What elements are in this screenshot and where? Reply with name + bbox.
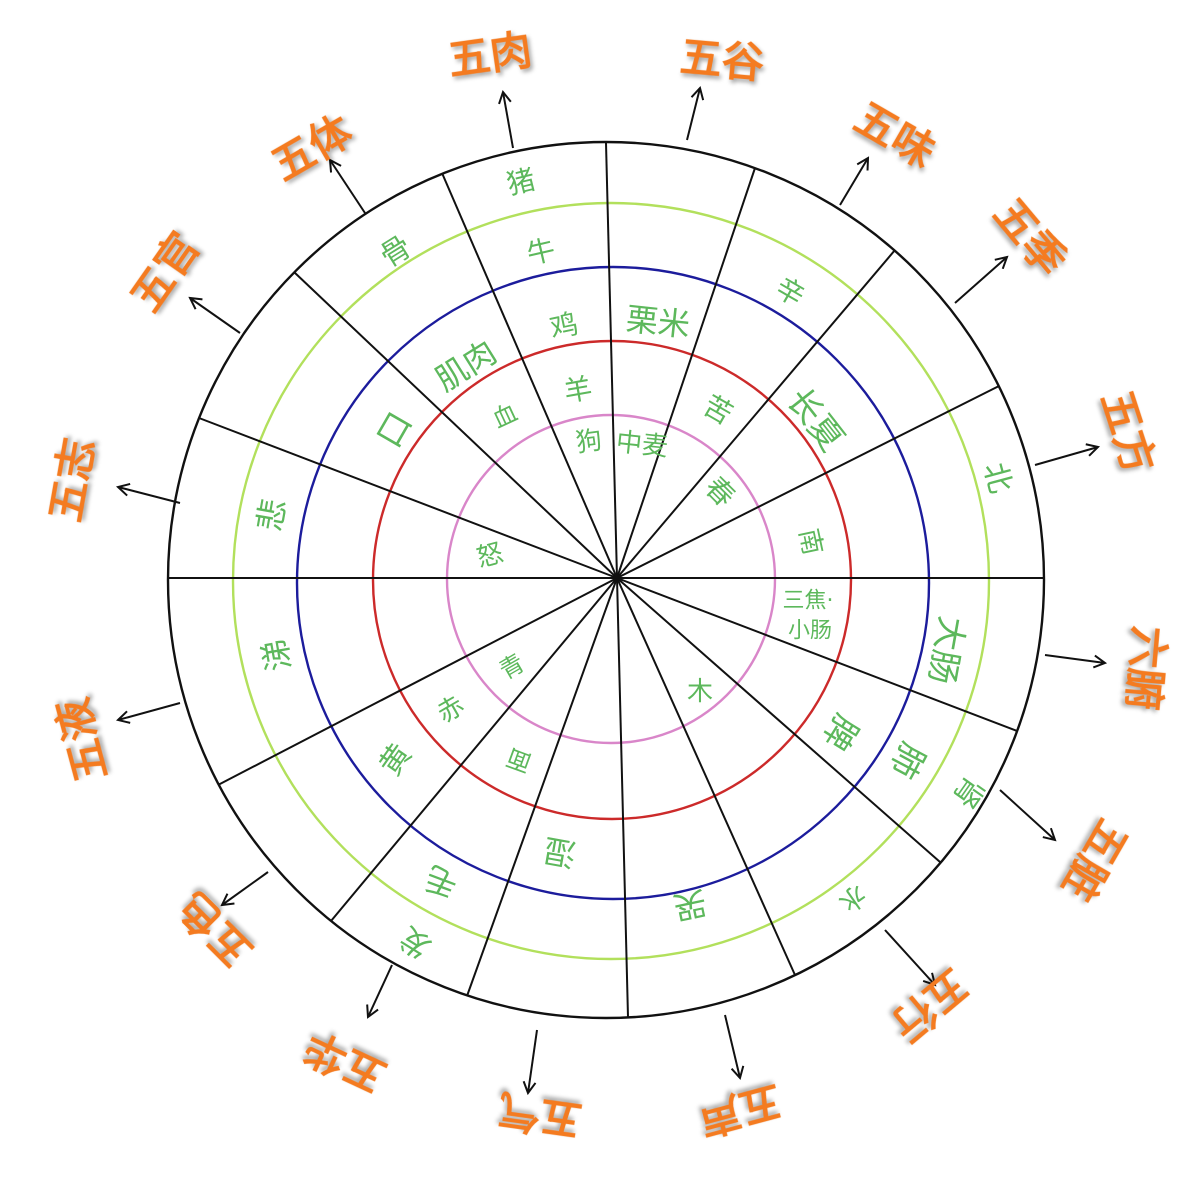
sector-label-climates: 五气 xyxy=(495,1085,585,1145)
outer-ring xyxy=(166,140,1046,1020)
spoke xyxy=(217,577,618,786)
item-zang-outer: 肾 xyxy=(945,770,991,815)
item-meat-outer: 猪 xyxy=(503,163,538,202)
item-fu-red-line1: 三焦· xyxy=(783,589,834,614)
item-sounds-green: 哭 xyxy=(670,883,709,927)
arrow-meat xyxy=(503,92,514,149)
item-meat-blue: 鸡 xyxy=(547,307,581,345)
arrow-fu-organs xyxy=(1044,654,1105,663)
arrow-elements xyxy=(884,929,935,985)
spoke xyxy=(616,385,1000,579)
item-colors-blue: 黄 xyxy=(373,738,419,783)
item-directions-outer: 北 xyxy=(976,459,1018,497)
green-ring xyxy=(231,201,991,961)
sector-label-flavors: 五味 xyxy=(846,93,943,177)
sector-label-colors: 五色 xyxy=(168,883,262,977)
item-emotions-green: 悲 xyxy=(251,496,294,534)
item-climates-blue: 湿 xyxy=(541,831,579,874)
item-fluids-green: 涕 xyxy=(256,636,299,674)
sector-label-grains: 五谷 xyxy=(678,32,766,88)
spoke xyxy=(616,167,756,579)
sector-label-zang-organs: 五脏 xyxy=(1053,811,1137,908)
spoke xyxy=(441,172,618,579)
arrow-directions xyxy=(1034,447,1098,466)
spoke xyxy=(198,417,618,579)
sector-label-meat: 五肉 xyxy=(445,25,535,85)
item-elements-pink: 木 xyxy=(687,677,713,707)
sector-label-emotions: 五志 xyxy=(41,434,104,525)
item-meat-pink: 狗 xyxy=(574,425,604,458)
sector-label-flourish: 五华 xyxy=(297,1022,394,1102)
arrow-seasons xyxy=(954,257,1007,304)
sector-label-sounds: 五声 xyxy=(693,1075,787,1144)
arrow-flourish xyxy=(368,964,393,1017)
item-zang-blue: 脾 xyxy=(814,707,866,757)
item-colors-pink: 青 xyxy=(495,649,530,685)
arrow-zang-organs xyxy=(999,789,1055,840)
sector-label-sense-organs: 五官 xyxy=(121,224,209,321)
item-meat-green: 牛 xyxy=(524,233,559,271)
spoke xyxy=(330,577,618,922)
spoke xyxy=(616,577,796,976)
item-fu-red-line2: 小肠 xyxy=(788,619,832,644)
sector-label-seasons: 五季 xyxy=(984,189,1076,285)
blue-ring xyxy=(295,265,931,901)
sector-label-directions: 五方 xyxy=(1092,384,1165,479)
arrows xyxy=(118,88,1105,1093)
spoke xyxy=(293,271,618,579)
sector-label-body-tissues: 五体 xyxy=(263,106,360,190)
item-flourish-green: 毛 xyxy=(418,858,464,907)
sector-label-fluids: 五液 xyxy=(47,693,116,787)
item-flourish-red: 面 xyxy=(503,743,535,778)
arrow-grains xyxy=(686,88,700,141)
item-emotions-pink: 怒 xyxy=(474,538,507,574)
item-body-blue: 肌肉 xyxy=(429,333,503,399)
sector-label-elements: 五行 xyxy=(882,959,978,1051)
spoke xyxy=(616,249,896,579)
sector-items: 猪 牛 鸡 羊 狗 栗米 中麦 辛 苦 长夏 春 北 南 大肠 三焦· 小肠 脾… xyxy=(251,163,1018,965)
item-flavors-red: 苦 xyxy=(698,389,739,432)
spoke xyxy=(616,577,941,863)
item-flavors-green: 辛 xyxy=(770,271,811,314)
item-directions-red: 南 xyxy=(793,526,828,558)
rings xyxy=(166,140,1046,1020)
item-body-red: 血 xyxy=(488,398,522,434)
item-body-outer: 骨 xyxy=(374,229,418,275)
item-grains-pink: 中麦 xyxy=(615,427,670,462)
item-fu-green: 大肠 xyxy=(920,613,971,687)
arrow-sense-organs xyxy=(190,298,241,334)
spokes xyxy=(168,142,1044,1018)
arrow-body-tissues xyxy=(330,160,366,214)
item-grains-blue: 栗米 xyxy=(624,300,692,344)
item-zang-green: 肺 xyxy=(881,736,932,785)
item-flourish-outer: 发 xyxy=(394,919,438,965)
arrow-flavors xyxy=(839,158,868,206)
item-colors-red: 赤 xyxy=(432,691,470,730)
sector-label-fu-organs: 六腑 xyxy=(1118,624,1174,712)
arrow-colors xyxy=(222,871,269,905)
arrow-emotions xyxy=(118,487,181,504)
arrow-climates xyxy=(528,1029,538,1093)
spoke xyxy=(466,577,618,997)
spoke xyxy=(616,577,629,1018)
spoke xyxy=(616,577,1018,732)
item-meat-red: 羊 xyxy=(561,371,594,408)
arrow-sounds xyxy=(724,1014,740,1078)
spoke xyxy=(605,142,618,579)
item-seasons-pink: 春 xyxy=(698,470,741,513)
arrow-fluids xyxy=(118,702,181,720)
